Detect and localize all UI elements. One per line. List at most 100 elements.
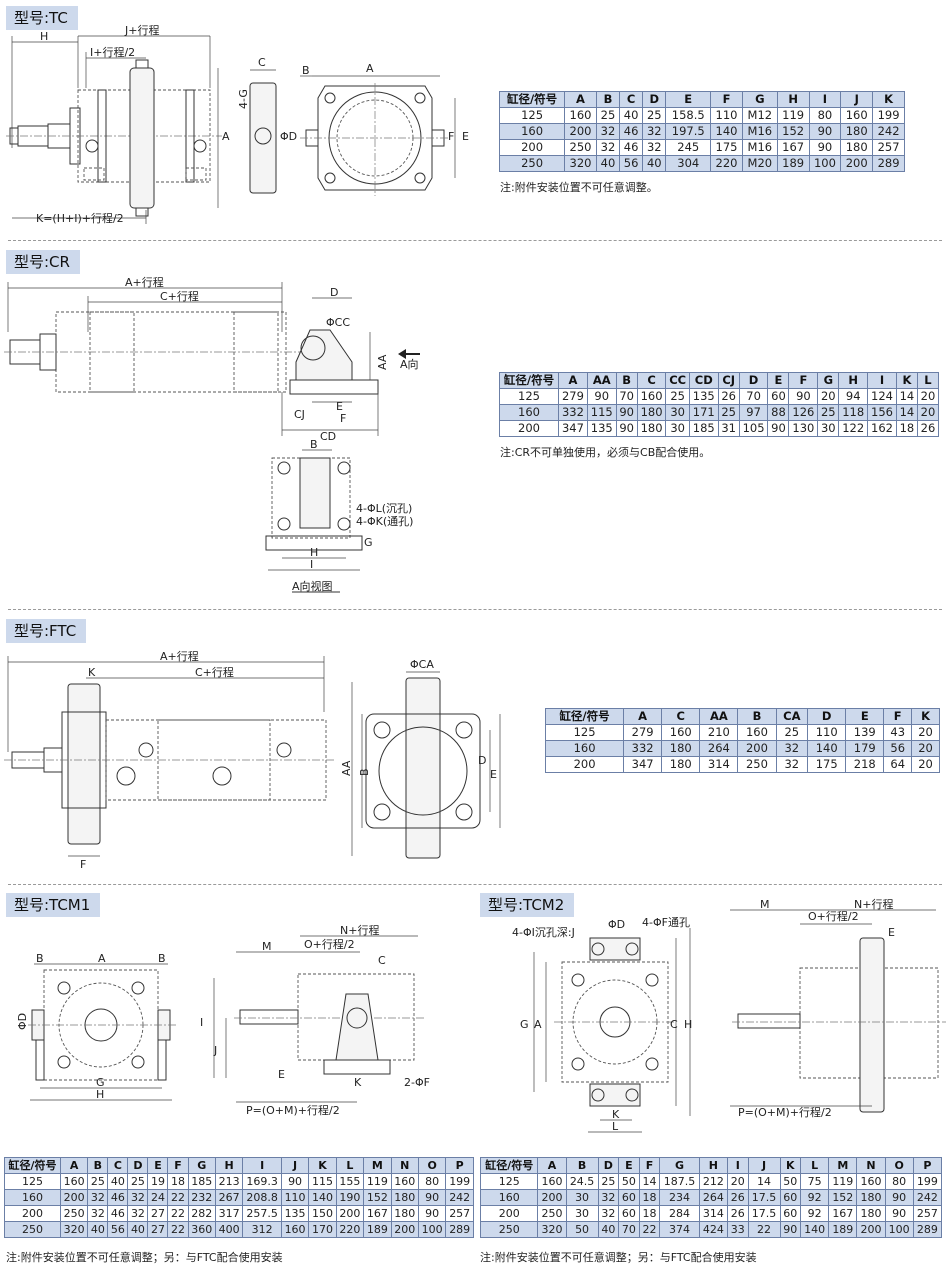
table-cell: 200 — [856, 1221, 886, 1238]
tcm1-label-e: E — [278, 1068, 285, 1081]
table-cell: 46 — [619, 139, 644, 156]
table-cell: 200 — [737, 740, 777, 757]
table-header-cell: CC — [665, 372, 690, 389]
table-header-cell: B — [737, 708, 777, 725]
table-header-cell: H — [776, 91, 810, 108]
table-cell: 125 — [498, 107, 566, 124]
cr-label-c: C+行程 — [160, 290, 199, 303]
tcm2-label-k: K — [612, 1108, 620, 1121]
table-header-cell: I — [726, 1157, 749, 1174]
table-cell: 110 — [807, 724, 847, 741]
table-cell: 400 — [214, 1221, 244, 1238]
table-cell: 180 — [636, 404, 667, 421]
table-cell: M12 — [741, 107, 778, 124]
table-cell: 180 — [636, 420, 667, 437]
tc-label-a1: A — [222, 130, 230, 143]
tcm1-label-c: C — [378, 954, 386, 967]
table-cell: 118 — [838, 404, 869, 421]
table-header-cell: F — [167, 1157, 189, 1174]
table-cell: 200 — [537, 1189, 567, 1206]
table-cell: 25 — [127, 1173, 149, 1190]
table-header-cell: I — [242, 1157, 282, 1174]
table-cell: 32 — [775, 740, 809, 757]
ftc-drawing: A+行程 K C+行程 F ΦCA AA B D E — [4, 650, 501, 871]
table-cell: 110 — [280, 1189, 310, 1206]
table-cell: 158.5 — [665, 107, 712, 124]
table-cell: 257 — [445, 1205, 474, 1222]
table-cell: 170 — [308, 1221, 337, 1238]
tc-label-c: C — [258, 56, 266, 69]
table-cell: 100 — [808, 155, 842, 172]
table-cell: 257 — [872, 139, 905, 156]
table-header-cell: G — [741, 91, 778, 108]
table-cell: 320 — [537, 1221, 567, 1238]
table-header-cell: CD — [688, 372, 719, 389]
table-header-cell: E — [618, 1157, 640, 1174]
table-cell: 90 — [808, 139, 842, 156]
table-cell: 119 — [363, 1173, 392, 1190]
table-cell: 152 — [363, 1189, 392, 1206]
table-cell: 167 — [828, 1205, 858, 1222]
table-header-cell: L — [916, 372, 940, 389]
table-cell: 22 — [747, 1221, 781, 1238]
table-header-cell: C — [619, 91, 644, 108]
table-cell: 90 — [884, 1189, 914, 1206]
tcm2-label-h: H — [684, 1018, 692, 1031]
table-cell: 90 — [417, 1189, 447, 1206]
table-cell: 185 — [688, 420, 719, 437]
table-cell: 312 — [242, 1221, 282, 1238]
table-header-cell: K — [779, 1157, 802, 1174]
table-cell: 30 — [565, 1189, 599, 1206]
table-header-cell: O — [417, 1157, 447, 1174]
table-header-cell: A — [564, 91, 597, 108]
table-cell: 32 — [597, 1205, 620, 1222]
tcm1-label-h: H — [96, 1088, 104, 1101]
table-cell: 125 — [498, 388, 560, 405]
table-header-cell: 缸径/符号 — [479, 1157, 539, 1174]
ftc-label-d: D — [478, 754, 486, 767]
tcm1-label-a: A — [98, 952, 106, 965]
table-cell: 424 — [698, 1221, 728, 1238]
table-cell: 135 — [280, 1205, 310, 1222]
table-cell: 92 — [800, 1189, 830, 1206]
table-cell: 80 — [884, 1173, 914, 1190]
tc-label-b: B — [302, 64, 310, 77]
table-cell: 250 — [479, 1221, 539, 1238]
table-cell: 264 — [699, 740, 739, 757]
table-cell: 314 — [699, 756, 739, 773]
table-cell: 140 — [807, 740, 847, 757]
table-cell: 56 — [883, 740, 913, 757]
table-cell: 20 — [911, 756, 940, 773]
table-cell: 40 — [87, 1221, 109, 1238]
table-cell: 160 — [280, 1221, 310, 1238]
table-cell: 155 — [335, 1173, 365, 1190]
table-header-cell: K — [895, 372, 918, 389]
table-cell: 200 — [840, 155, 874, 172]
table-cell: 199 — [445, 1173, 474, 1190]
table-header-cell: C — [107, 1157, 129, 1174]
table-header-cell: G — [817, 372, 840, 389]
cr-label-b: B — [310, 438, 318, 451]
table-cell: 60 — [767, 388, 790, 405]
tcm1-label-d: ΦD — [16, 1013, 29, 1030]
table-header-cell: F — [638, 1157, 661, 1174]
table-cell: 20 — [916, 388, 940, 405]
table-header-cell: L — [800, 1157, 830, 1174]
table-cell: 200 — [564, 123, 597, 140]
table-cell: 14 — [638, 1173, 661, 1190]
tcm1-drawing: B A B ΦD G H N+行程 M O+行程/2 C I J E K 2-Φ… — [16, 924, 430, 1117]
tcm1-label-f: 2-ΦF — [404, 1076, 430, 1089]
table-cell: 189 — [363, 1221, 392, 1238]
table-cell: 18 — [167, 1173, 189, 1190]
table-cell: 314 — [698, 1205, 728, 1222]
table-cell: 56 — [619, 155, 644, 172]
table-cell: 26 — [726, 1205, 749, 1222]
table-cell: 234 — [659, 1189, 700, 1206]
table-cell: 14 — [747, 1173, 781, 1190]
